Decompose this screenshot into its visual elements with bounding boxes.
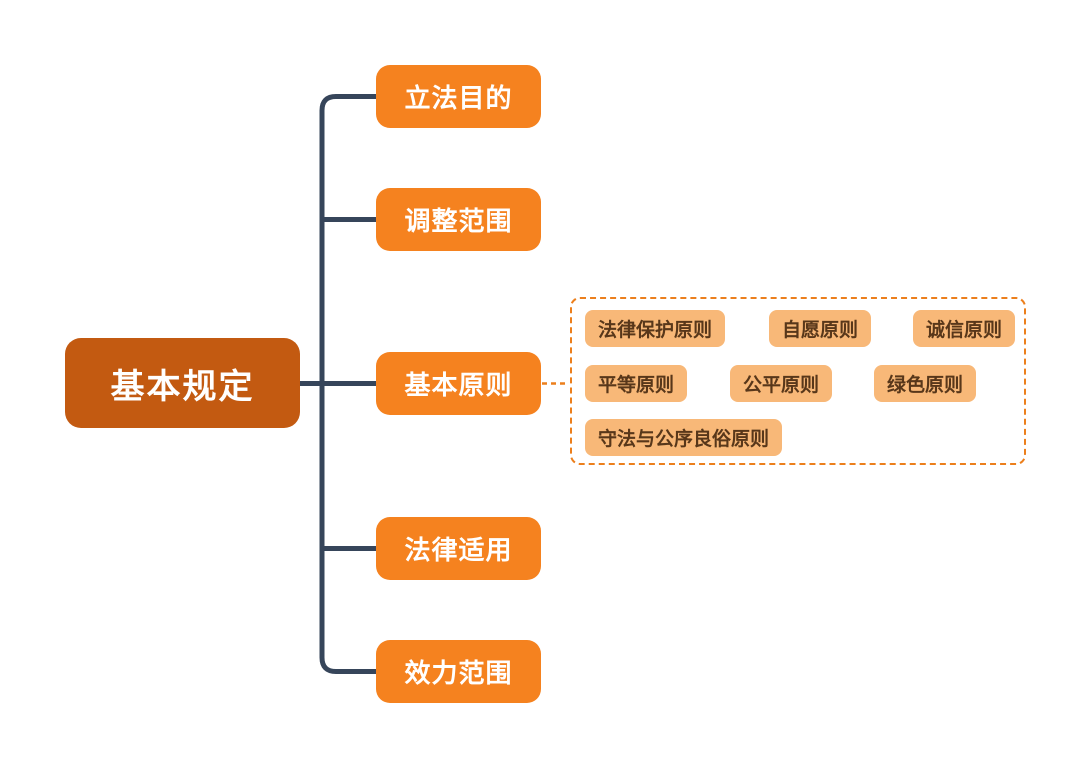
leaf-fairness-principle: 公平原则 [730,365,833,402]
branch-basic-principles: 基本原则 [376,352,541,415]
leaf-voluntariness-principle: 自愿原则 [769,310,872,347]
leaf-law-abiding-public-order-principle: 守法与公序良俗原则 [585,419,783,456]
leaf-good-faith-principle: 诚信原则 [913,310,1016,347]
connector-spine [319,94,379,674]
leaf-legal-protection-principle: 法律保护原则 [585,310,726,347]
branch-law-application: 法律适用 [376,517,541,580]
branch-effect-scope: 效力范围 [376,640,541,703]
leaf-green-principle: 绿色原则 [874,365,977,402]
branch-legislative-purpose: 立法目的 [376,65,541,128]
root-node-basic-provisions: 基本规定 [65,338,300,428]
leaf-equality-principle: 平等原则 [585,365,688,402]
branch-adjustment-scope: 调整范围 [376,188,541,251]
principles-group-box [570,297,1026,465]
